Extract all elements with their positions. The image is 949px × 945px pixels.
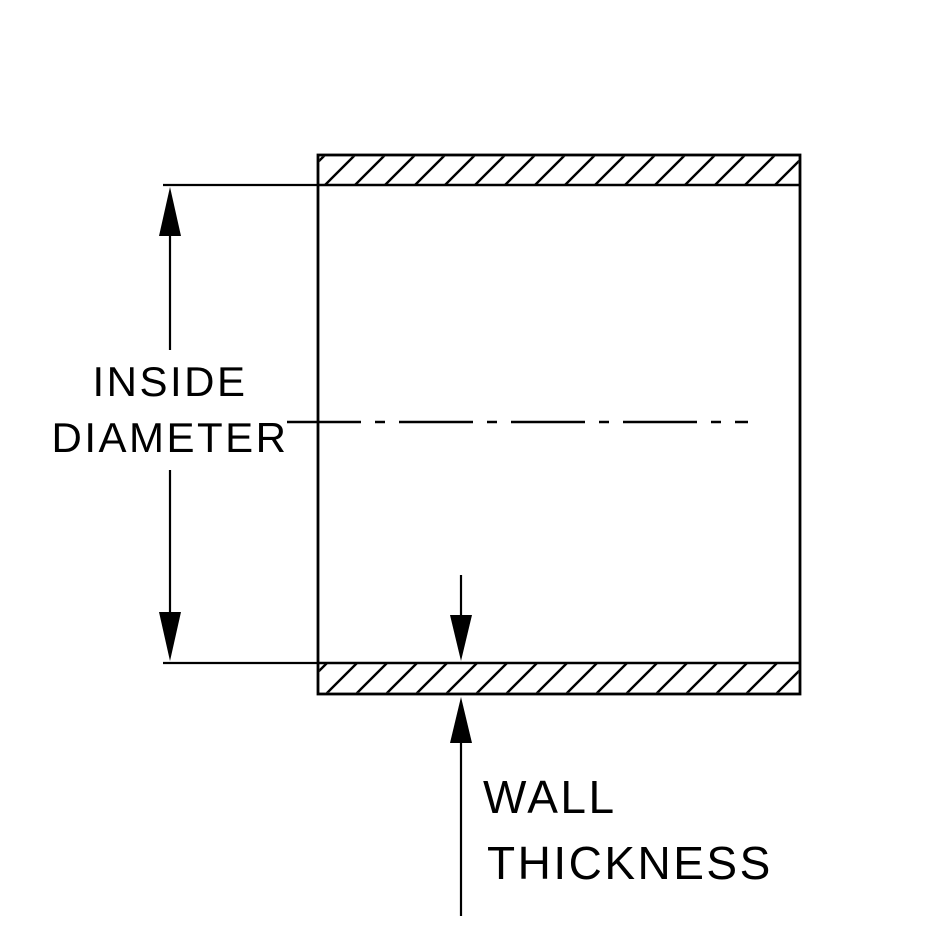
inside-diameter-label-line2: DIAMETER (51, 414, 288, 461)
tube-outline (316, 153, 802, 696)
id-arrowhead-up (159, 187, 181, 236)
wt-arrowhead-down (450, 615, 472, 661)
wt-arrowhead-up (450, 697, 472, 743)
wall-thickness-label-line2: THICKNESS (487, 837, 773, 889)
bottom-wall-hatch (319, 663, 799, 693)
id-arrowhead-down (159, 612, 181, 661)
inside-diameter-label-line1: INSIDE (92, 358, 247, 405)
top-wall-hatch (319, 156, 799, 185)
wall-thickness-label-line1: WALL (483, 771, 617, 823)
